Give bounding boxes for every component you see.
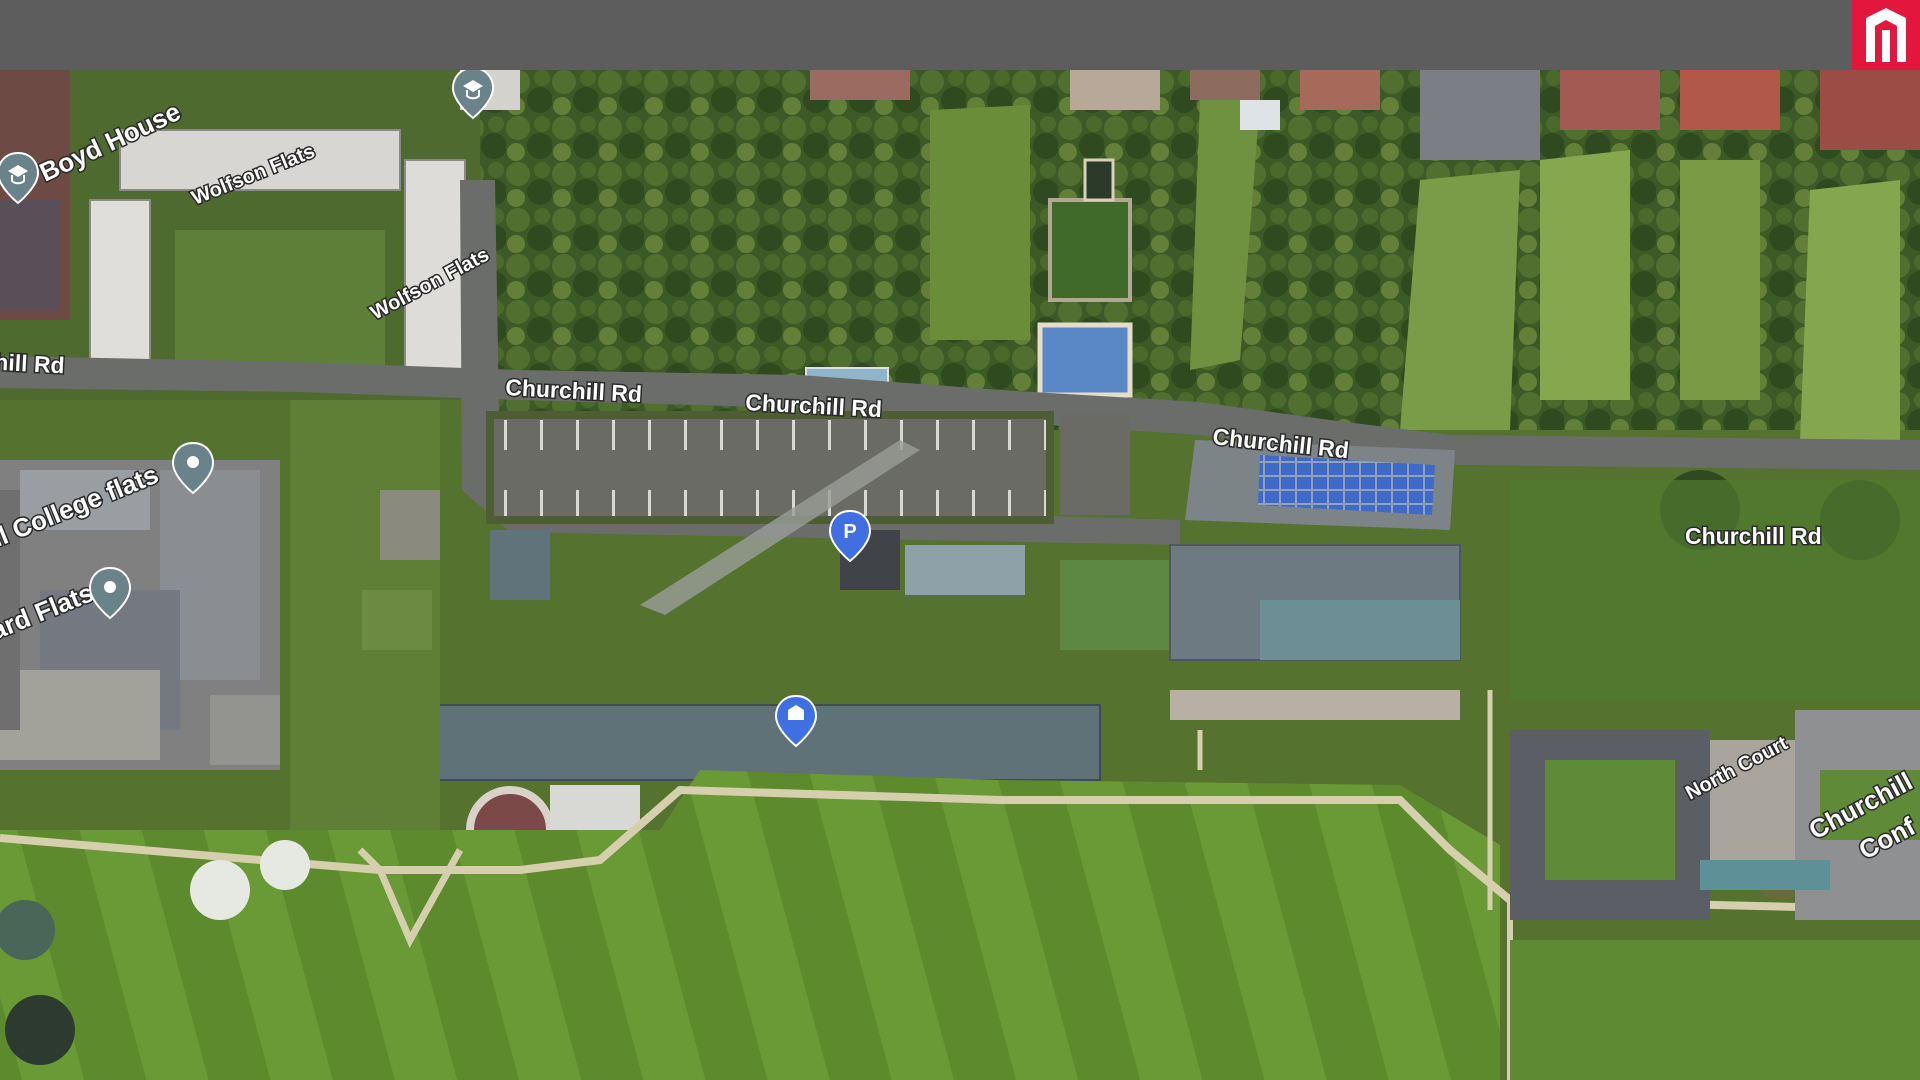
location-pin-icon[interactable] [88, 566, 132, 620]
top-bar [0, 0, 1920, 70]
school-marker-icon[interactable] [0, 151, 40, 205]
parking-marker-letter: P [843, 521, 856, 543]
road-label-churchill-rd: Churchill Rd [1685, 523, 1822, 549]
school-marker-icon[interactable] [451, 70, 495, 120]
location-pin-icon[interactable] [171, 441, 215, 495]
satellite-map[interactable]: hill Rd Churchill Rd Churchill Rd Church… [0, 70, 1920, 1080]
school-marker-icon[interactable] [774, 694, 818, 748]
parking-marker-icon[interactable]: P [828, 509, 872, 563]
road-label-churchill-rd-edge: hill Rd [0, 349, 65, 379]
university-logo-icon[interactable] [1852, 0, 1920, 70]
